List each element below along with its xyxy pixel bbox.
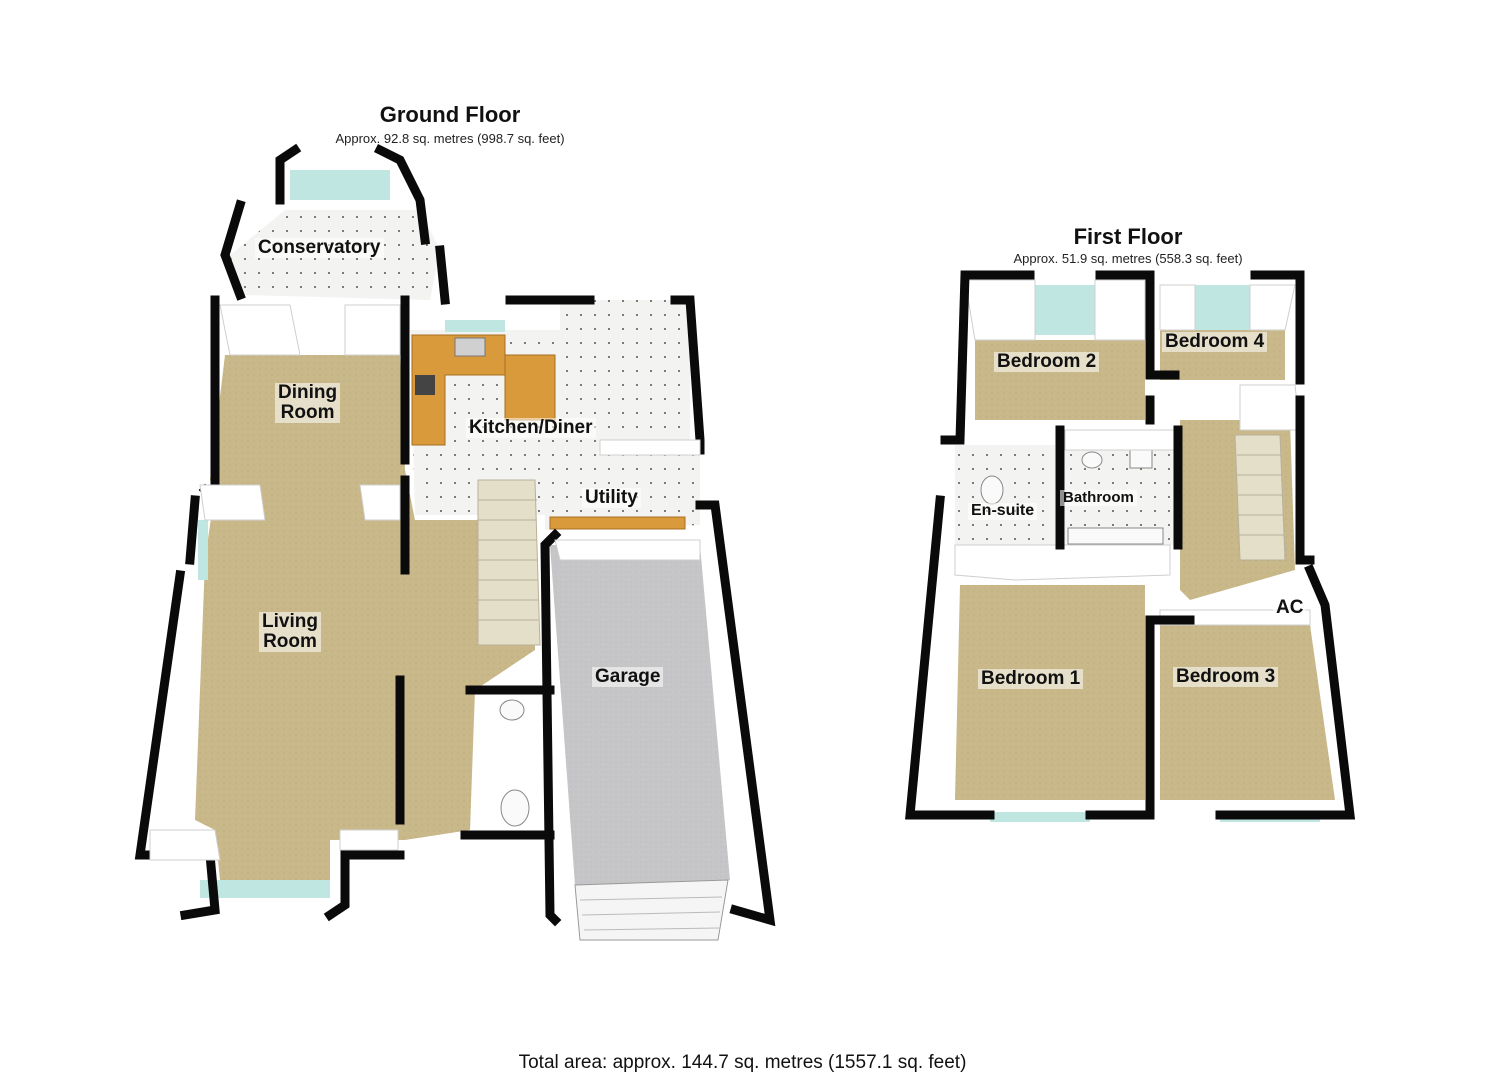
ground-floor-staircase — [477, 479, 541, 646]
bedroom-4-label: Bedroom 4 — [1162, 332, 1268, 352]
bedroom-3-label: Bedroom 3 — [1173, 667, 1279, 687]
first-floor-staircase — [1234, 434, 1286, 561]
kitchen-worktop — [411, 334, 556, 446]
utility-worktop — [549, 516, 686, 530]
living-room-label: Living Room — [259, 612, 321, 652]
ground-floor-inner-walls — [149, 304, 701, 861]
garage-door — [574, 879, 729, 941]
ground-floor-area: Approx. 92.8 sq. metres (998.7 sq. feet) — [335, 131, 565, 146]
first-floor-area: Approx. 51.9 sq. metres (558.3 sq. feet) — [1013, 251, 1243, 266]
living-dining-floor — [195, 355, 535, 880]
dining-room-label: Dining Room — [275, 383, 341, 423]
first-floor-plan — [905, 270, 1356, 822]
first-floor-title: First Floor — [1073, 224, 1183, 249]
bathroom-label: Bathroom — [1060, 490, 1137, 506]
wc-fixtures — [499, 699, 530, 827]
garage-label: Garage — [592, 667, 664, 687]
bedroom-2-label: Bedroom 2 — [994, 352, 1100, 372]
ground-floor-windows — [198, 170, 505, 898]
bedroom-1-floor — [955, 585, 1145, 800]
bedroom-3-floor — [1160, 625, 1335, 800]
bedroom-1-label: Bedroom 1 — [978, 669, 1084, 689]
first-floor-windows — [990, 285, 1320, 822]
kitchen-diner-label: Kitchen/Diner — [466, 418, 596, 438]
ground-floor-plan — [134, 143, 776, 941]
conservatory-label: Conservatory — [255, 238, 384, 258]
total-area: Total area: approx. 144.7 sq. metres (15… — [518, 1052, 967, 1073]
en-suite-label: En-suite — [968, 502, 1038, 520]
garage-floor — [550, 545, 730, 885]
first-floor-walls — [905, 270, 1356, 820]
utility-label: Utility — [582, 488, 641, 508]
ac-label: AC — [1273, 598, 1307, 618]
first-floor-inner-walls — [954, 279, 1311, 626]
ground-floor-title: Ground Floor — [379, 102, 521, 127]
bathroom-fixtures — [980, 449, 1164, 545]
